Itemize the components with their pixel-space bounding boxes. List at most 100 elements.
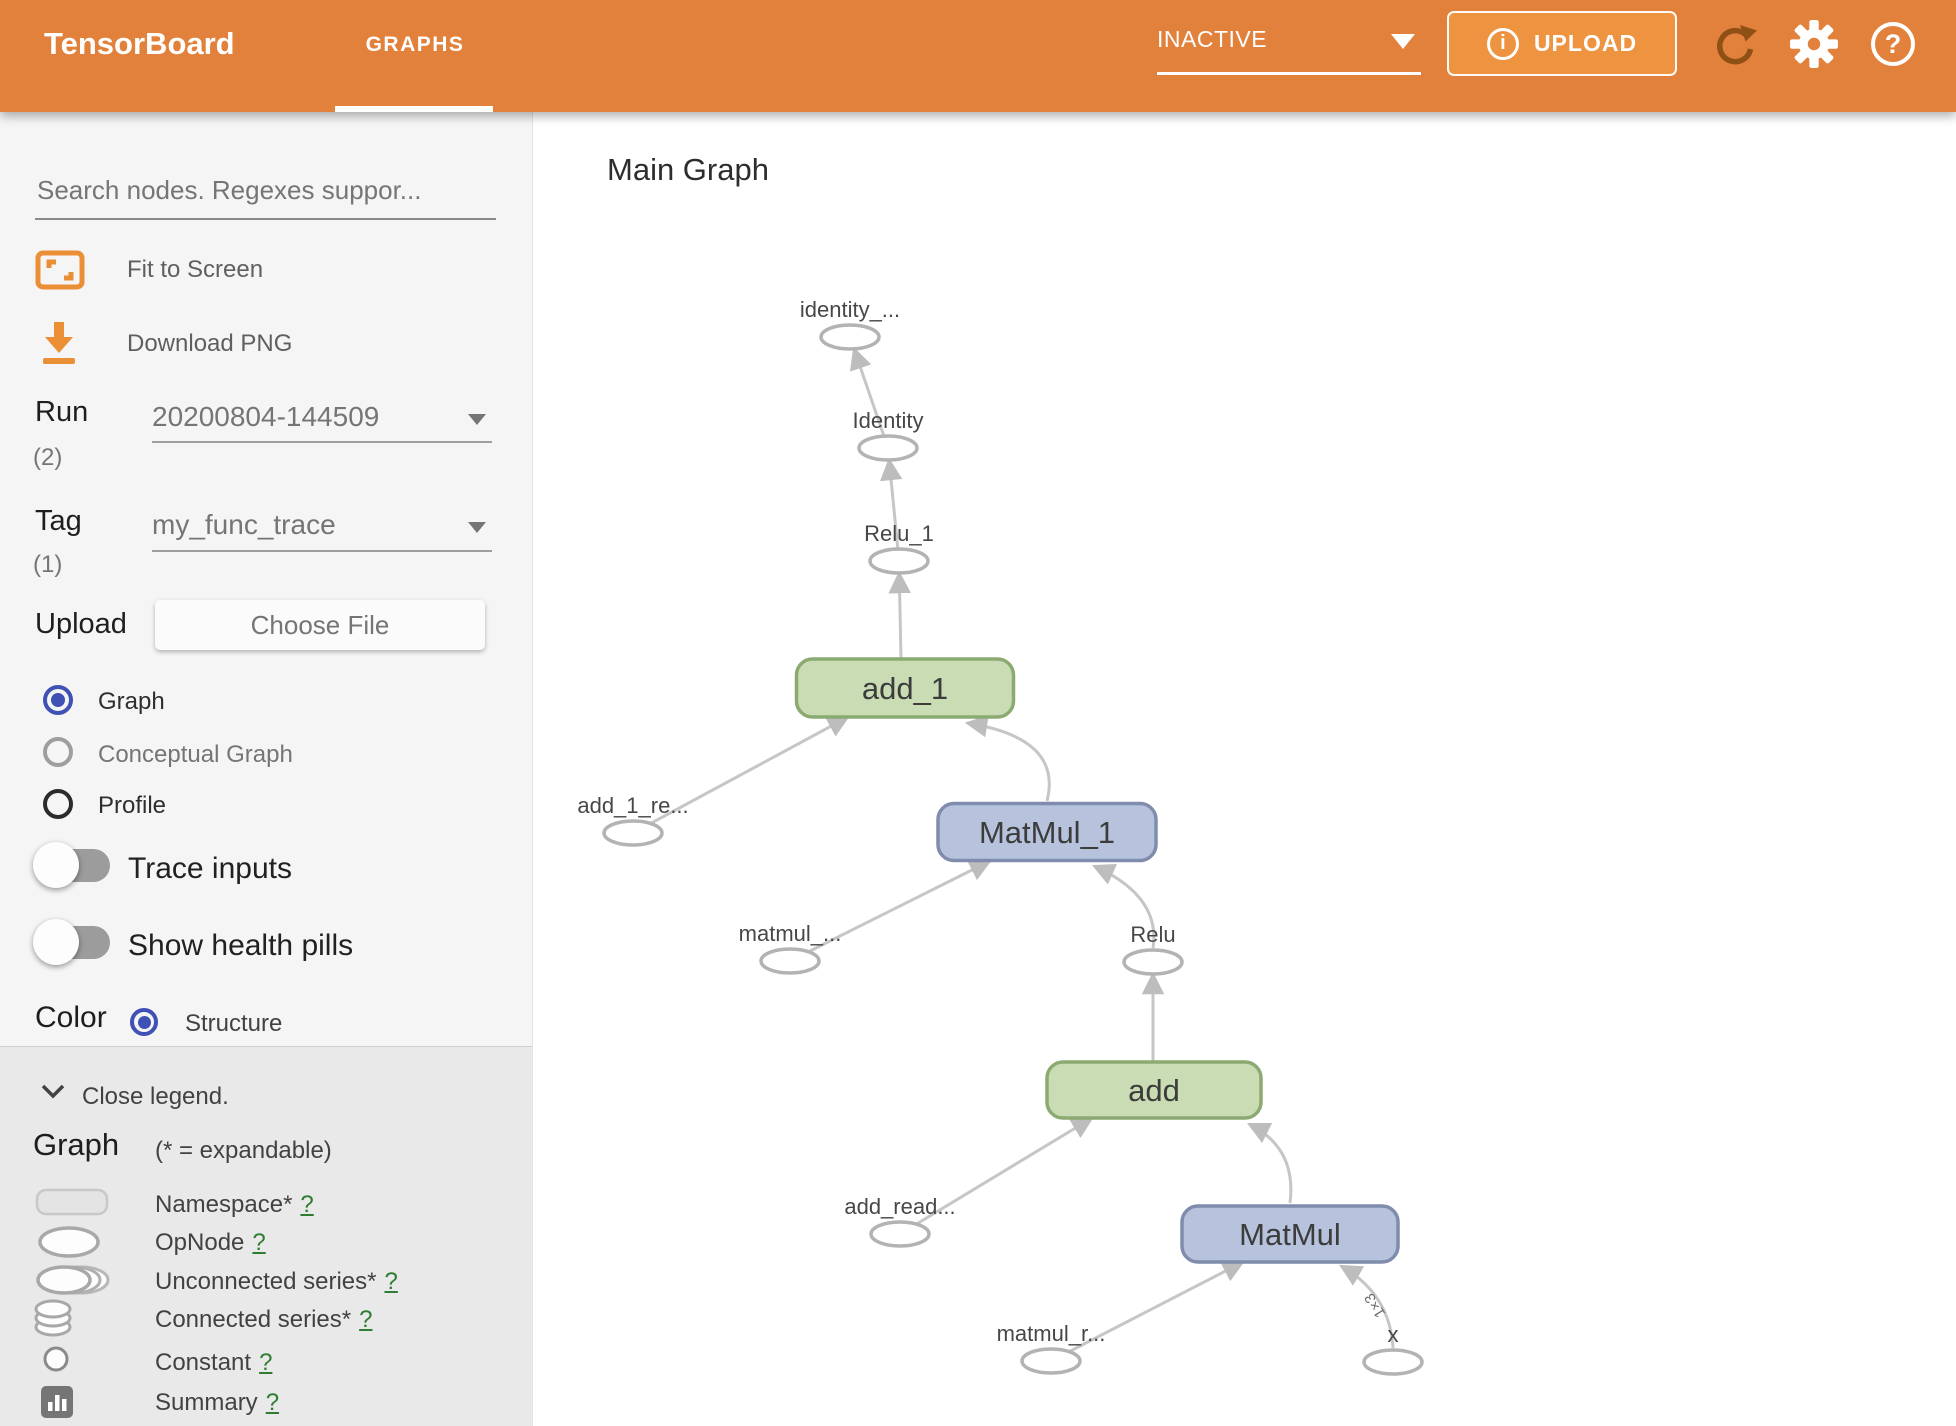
download-icon xyxy=(43,322,75,364)
svg-text:?: ? xyxy=(1885,29,1902,59)
tag-count: (1) xyxy=(33,551,63,578)
chevron-down-icon xyxy=(1391,34,1415,49)
radio-color-structure[interactable] xyxy=(130,1008,158,1036)
run-select-caret-icon[interactable] xyxy=(468,414,486,425)
page-title: Main Graph xyxy=(607,152,769,187)
radio-profile-label[interactable]: Profile xyxy=(98,792,167,819)
help-link[interactable]: ? xyxy=(359,1306,373,1333)
help-link[interactable]: ? xyxy=(259,1349,273,1376)
svg-text:x: x xyxy=(1388,1322,1399,1347)
unconnected-series-swatch xyxy=(36,1265,110,1295)
connected-series-swatch xyxy=(34,1299,72,1337)
svg-text:add_read...: add_read... xyxy=(844,1194,955,1219)
color-structure-label[interactable]: Structure xyxy=(185,1010,283,1037)
help-link[interactable]: ? xyxy=(300,1191,314,1218)
graph-node-identity_out[interactable]: identity_... xyxy=(800,297,900,351)
chevron-down-icon[interactable] xyxy=(40,1083,66,1099)
graph-node-matmul_r[interactable]: matmul_r... xyxy=(997,1321,1106,1375)
app-title: TensorBoard xyxy=(44,26,235,61)
graph-node-Relu[interactable]: Relu xyxy=(1122,922,1184,976)
tab-active-indicator xyxy=(335,106,493,112)
choose-file-button[interactable]: Choose File xyxy=(155,600,485,650)
upload-button[interactable]: i UPLOAD xyxy=(1447,11,1677,76)
color-label: Color xyxy=(35,1001,107,1034)
sidebar: Fit to Screen Download PNG Run (2) 20200… xyxy=(0,112,533,1426)
namespace-swatch xyxy=(35,1188,109,1216)
radio-profile[interactable] xyxy=(43,789,73,819)
svg-text:add: add xyxy=(1128,1073,1180,1108)
opnode-swatch xyxy=(38,1226,100,1258)
status-dropdown-underline xyxy=(1157,72,1421,75)
graph-edge-add_1-to-Relu_1 xyxy=(888,570,911,660)
graph-node-add_1_re[interactable]: add_1_re... xyxy=(577,793,689,847)
legend-item-summary: Summary? xyxy=(155,1389,280,1416)
tag-label: Tag xyxy=(35,505,82,537)
close-legend-label[interactable]: Close legend. xyxy=(82,1083,229,1110)
graph-node-add_read[interactable]: add_read... xyxy=(844,1194,956,1248)
graph-node-x[interactable]: x xyxy=(1362,1322,1424,1376)
legend-item-namespace: Namespace*? xyxy=(155,1191,314,1218)
trace-inputs-label: Trace inputs xyxy=(128,852,292,885)
graph-node-add[interactable]: add xyxy=(1045,1060,1263,1120)
fit-to-screen-label: Fit to Screen xyxy=(127,256,264,283)
help-link[interactable]: ? xyxy=(384,1268,398,1295)
svg-text:Relu_1: Relu_1 xyxy=(864,521,934,546)
svg-text:Identity: Identity xyxy=(853,408,924,433)
app-header: TensorBoard GRAPHS INACTIVE i UPLOAD xyxy=(0,0,1956,112)
help-icon[interactable]: ? xyxy=(1869,20,1917,68)
search-input[interactable] xyxy=(35,162,496,220)
legend-item-constant: Constant? xyxy=(155,1349,273,1376)
radio-conceptual-graph-label[interactable]: Conceptual Graph xyxy=(98,741,293,768)
status-dropdown[interactable]: INACTIVE xyxy=(1157,26,1421,82)
svg-text:MatMul_1: MatMul_1 xyxy=(979,815,1115,850)
run-select-underline xyxy=(152,441,492,443)
graph-edge-matmul_-to-MatMul_1 xyxy=(807,859,993,954)
graph-node-matmul_[interactable]: matmul_... xyxy=(739,921,842,975)
tag-select[interactable]: my_func_trace xyxy=(152,509,336,540)
radio-graph-label[interactable]: Graph xyxy=(98,688,165,715)
radio-graph[interactable] xyxy=(43,685,73,715)
graph-node-Identity[interactable]: Identity xyxy=(853,408,924,462)
legend-item-opnode: OpNode? xyxy=(155,1229,266,1256)
trace-inputs-toggle[interactable] xyxy=(33,842,110,888)
tag-select-underline xyxy=(152,550,492,552)
graph-edge-x-to-MatMul xyxy=(1339,1264,1395,1349)
status-dropdown-value: INACTIVE xyxy=(1157,26,1268,52)
fit-to-screen-button[interactable]: Fit to Screen xyxy=(0,250,533,294)
svg-text:Relu: Relu xyxy=(1130,922,1175,947)
graph-edge-matmul_r-to-MatMul xyxy=(1068,1260,1245,1353)
svg-text:add_1_re...: add_1_re... xyxy=(577,793,688,818)
help-link[interactable]: ? xyxy=(252,1229,266,1256)
legend-item-unconnected-series: Unconnected series*? xyxy=(155,1268,398,1295)
run-label: Run xyxy=(35,396,89,428)
fit-to-screen-icon xyxy=(35,250,85,290)
tab-graphs[interactable]: GRAPHS xyxy=(365,33,465,56)
graph-node-add_1[interactable]: add_1 xyxy=(794,657,1016,719)
svg-text:identity_...: identity_... xyxy=(800,297,900,322)
legend-heading: Graph xyxy=(33,1127,120,1162)
graph-node-MatMul_1[interactable]: MatMul_1 xyxy=(936,801,1158,863)
info-icon: i xyxy=(1486,27,1519,60)
graph-edge-Relu-to-MatMul_1 xyxy=(1091,864,1156,949)
gear-icon[interactable] xyxy=(1789,19,1839,69)
graph-edge-Identity-to-identity_out xyxy=(849,346,886,437)
refresh-icon[interactable] xyxy=(1712,22,1758,68)
svg-text:matmul_...: matmul_... xyxy=(739,921,842,946)
help-link[interactable]: ? xyxy=(265,1389,280,1416)
graph-edge-MatMul-to-add xyxy=(1246,1122,1293,1204)
radio-conceptual-graph[interactable] xyxy=(43,737,73,767)
show-health-pills-toggle[interactable] xyxy=(33,919,110,965)
legend-item-connected-series: Connected series*? xyxy=(155,1306,373,1333)
run-select[interactable]: 20200804-144509 xyxy=(152,401,380,432)
upload-button-label: UPLOAD xyxy=(1533,30,1638,56)
graph-edge-add_read-to-add xyxy=(915,1116,1094,1226)
tag-select-caret-icon[interactable] xyxy=(468,522,486,533)
graph-node-MatMul[interactable]: MatMul xyxy=(1180,1204,1400,1264)
download-png-button[interactable]: Download PNG xyxy=(0,320,533,366)
legend-expandable-note: (* = expandable) xyxy=(155,1137,332,1164)
graph-edge-MatMul_1-to-add_1 xyxy=(964,715,1051,802)
graph-node-Relu_1[interactable]: Relu_1 xyxy=(864,521,934,575)
legend-panel: Close legend. Graph (* = expandable) Nam… xyxy=(0,1046,532,1426)
